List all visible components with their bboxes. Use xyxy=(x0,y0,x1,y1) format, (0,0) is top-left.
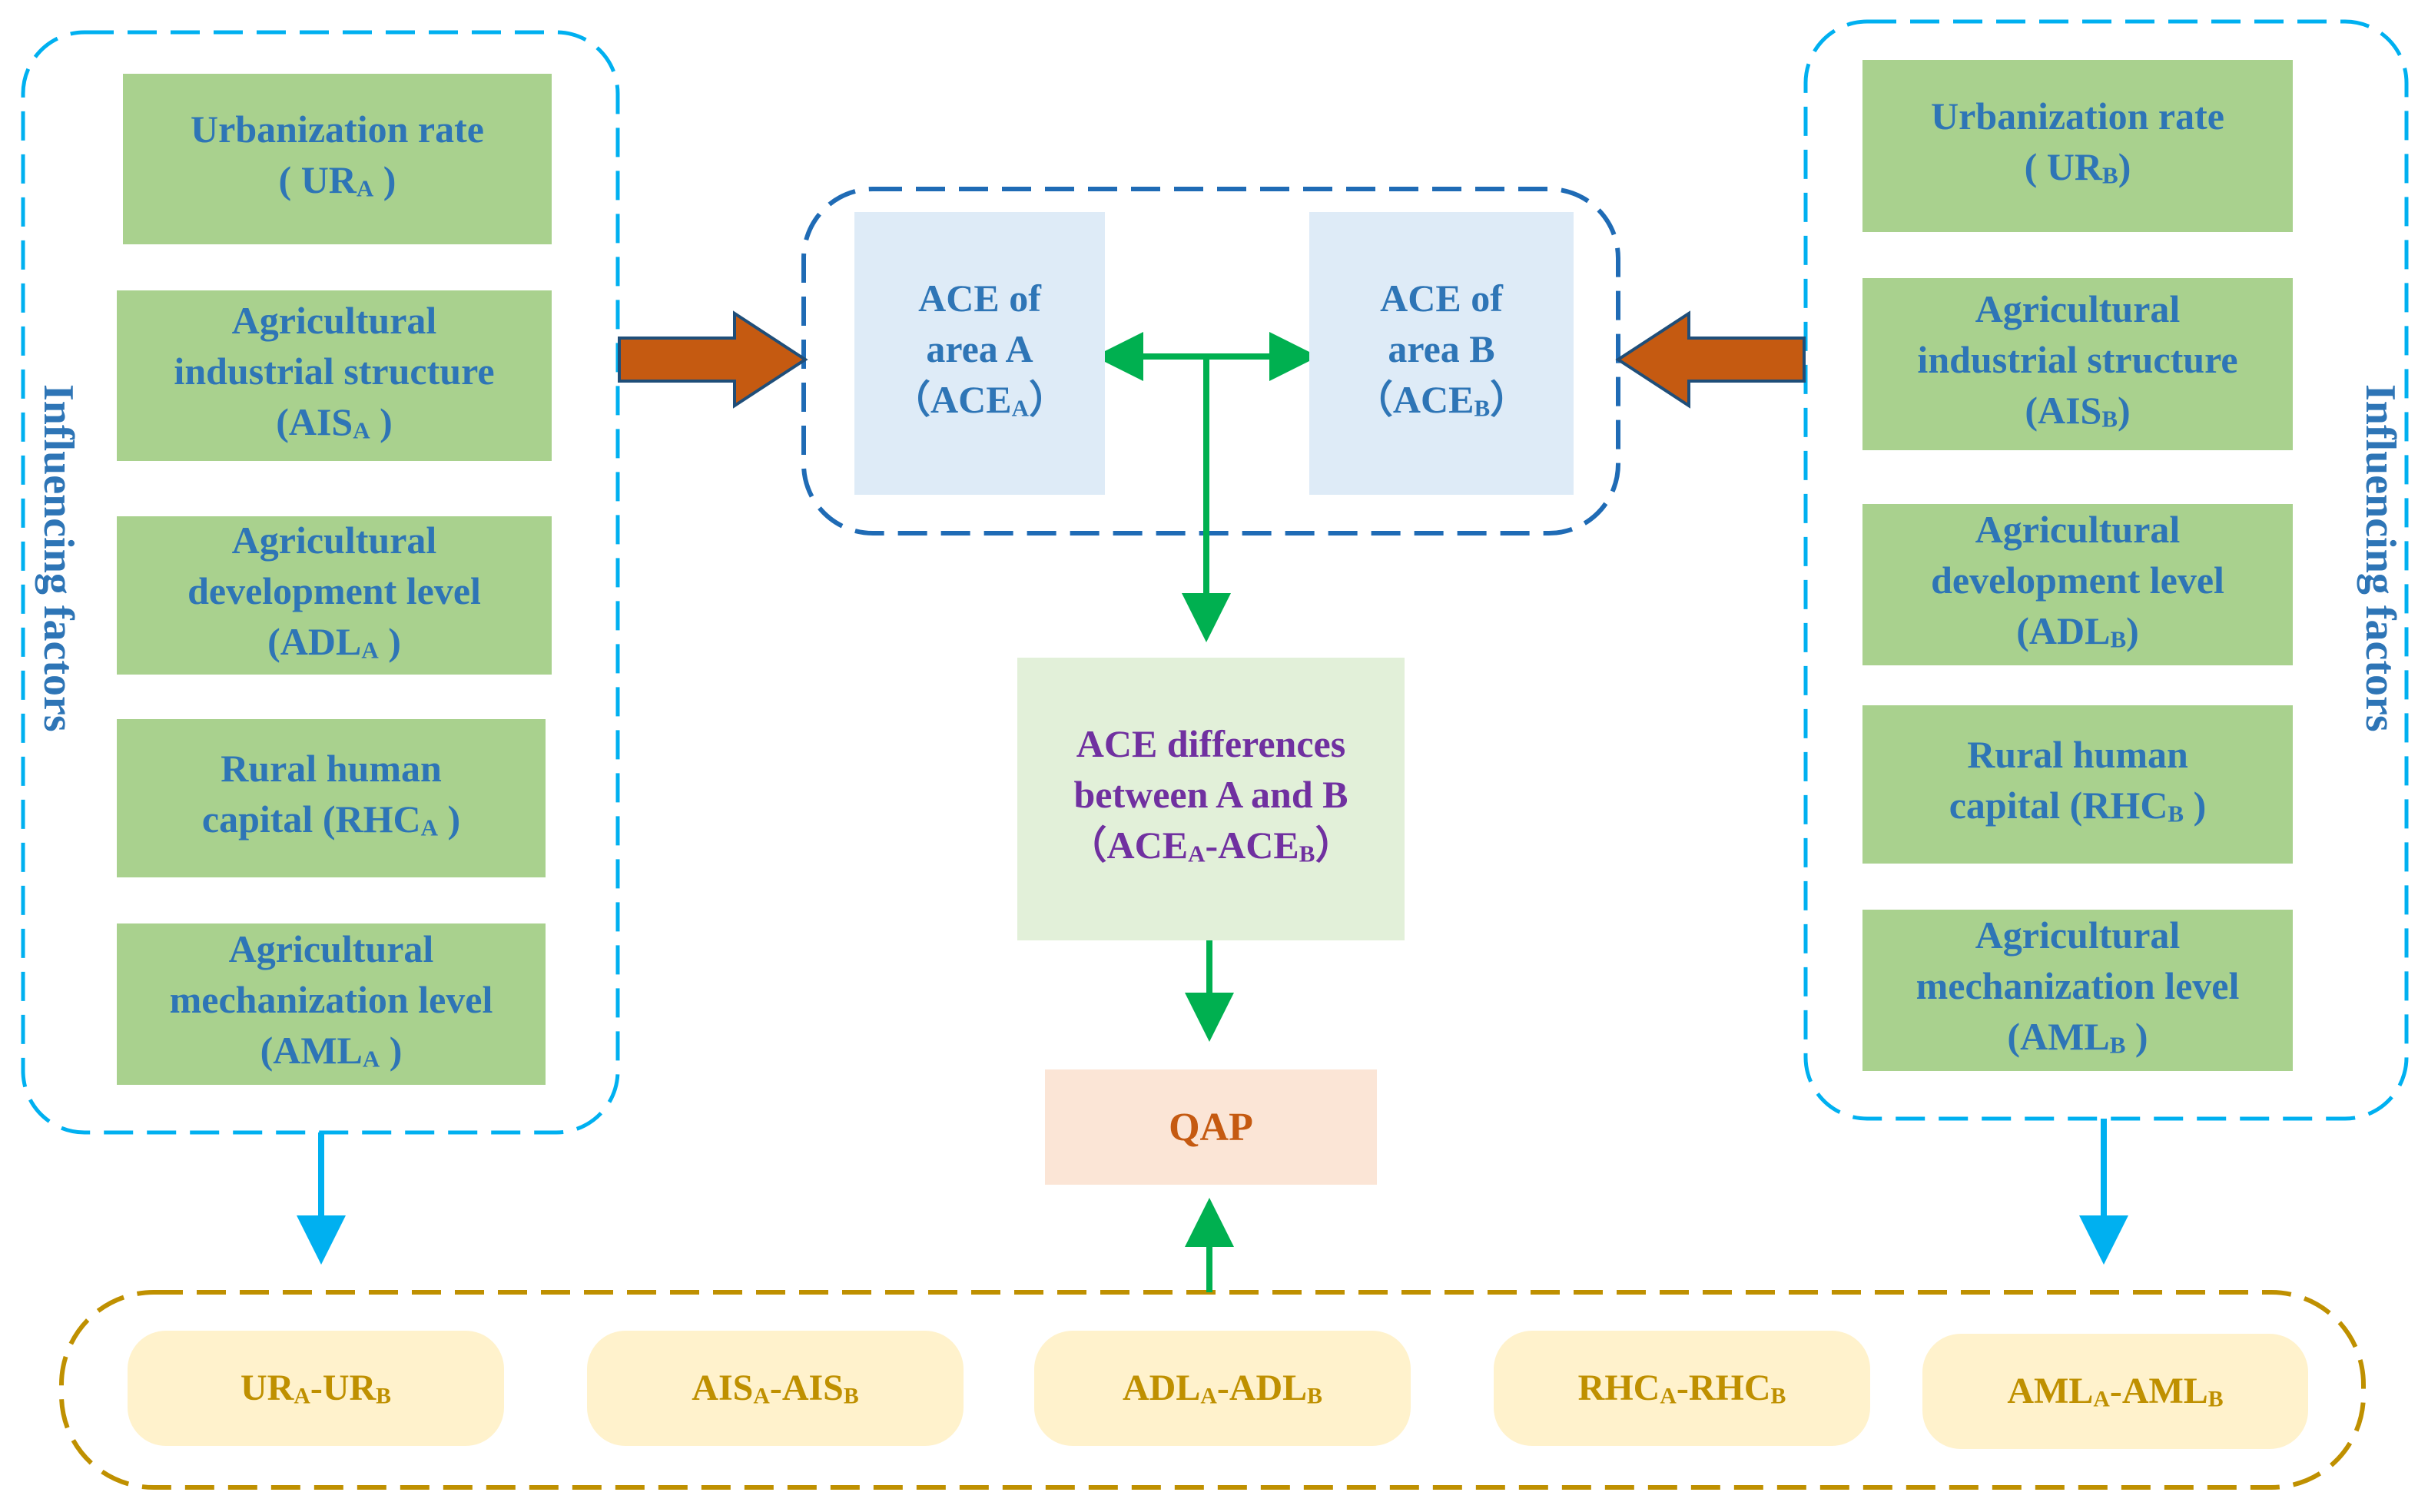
factor-name: Agricultural xyxy=(1975,914,2181,957)
left-factor-rhc: Rural human capital (RHCA ) xyxy=(117,719,546,877)
diff-pill-label: AISA-AISB xyxy=(692,1368,859,1409)
factor-name-2: industrial structure xyxy=(174,350,495,393)
factor-abbr: (AMLB ) xyxy=(2007,1015,2148,1059)
left-factor-aml: Agricultural mechanization level (AMLA ) xyxy=(117,923,546,1085)
factor-abbr: capital (RHCA ) xyxy=(201,797,461,841)
factor-name-2: development level xyxy=(1931,559,2224,602)
ace-area-a: ACE of area A （ACEA） xyxy=(854,212,1105,495)
left-factor-ur: Urbanization rate ( URA ) xyxy=(123,74,552,244)
factor-name: Agricultural xyxy=(231,519,437,562)
factor-abbr: (AISA ) xyxy=(276,400,393,444)
factor-name: Agricultural xyxy=(228,927,434,971)
factor-abbr: (ADLA ) xyxy=(267,620,401,664)
left-factor-ais: Agricultural industrial structure (AISA … xyxy=(117,290,552,461)
factor-name: Urbanization rate xyxy=(191,108,484,151)
diff-pill-aml: AMLA-AMLB xyxy=(1922,1334,2308,1449)
right-factor-group xyxy=(1803,19,2409,1121)
ace-a-line2: area A xyxy=(926,327,1033,371)
diff-line1: ACE differences xyxy=(1076,722,1346,766)
right-side-label: Influencing factors xyxy=(2357,384,2404,732)
factor-abbr: ( URB) xyxy=(2024,145,2131,189)
factor-name: Agricultural xyxy=(231,299,437,343)
ace-a-abbr: （ACEA） xyxy=(892,378,1067,422)
ace-b-line1: ACE of xyxy=(1380,277,1503,320)
diff-pill-rhc: RHCA-RHCB xyxy=(1494,1331,1870,1446)
factor-abbr: (ADLB) xyxy=(2016,609,2139,653)
diff-pill-label: URA-URB xyxy=(240,1368,391,1409)
ace-b-abbr: （ACEB） xyxy=(1354,378,1529,422)
right-factor-aml: Agricultural mechanization level (AMLB ) xyxy=(1862,910,2293,1071)
ace-differences-box: ACE differences between A and B （ACEA-AC… xyxy=(1017,658,1405,940)
factor-abbr: (AISB) xyxy=(2025,389,2131,433)
diff-pill-label: RHCA-RHCB xyxy=(1577,1368,1786,1409)
qap-label: QAP xyxy=(1169,1105,1253,1149)
diff-pill-adl: ADLA-ADLB xyxy=(1034,1331,1411,1446)
right-to-ace-arrow xyxy=(1615,310,1806,409)
factor-abbr: capital (RHCB ) xyxy=(1949,784,2207,827)
factor-name: Urbanization rate xyxy=(1931,94,2224,138)
diff-abbr: （ACEA-ACEB） xyxy=(1068,824,1354,867)
ace-area-b: ACE of area B （ACEB） xyxy=(1309,212,1574,495)
diff-pill-label: AMLA-AMLB xyxy=(2007,1371,2224,1412)
left-side-label: Influencing factors xyxy=(35,384,82,732)
diff-pill-ur: URA-URB xyxy=(128,1331,504,1446)
factor-abbr: ( URA ) xyxy=(278,158,396,202)
qap-box: QAP xyxy=(1045,1069,1377,1185)
diff-pill-ais: AISA-AISB xyxy=(587,1331,964,1446)
factor-name-2: development level xyxy=(187,569,481,613)
right-factor-rhc: Rural human capital (RHCB ) xyxy=(1862,705,2293,864)
factor-name-2: industrial structure xyxy=(1917,338,2238,382)
ace-a-line1: ACE of xyxy=(918,277,1041,320)
factor-name: Rural human xyxy=(221,747,442,791)
right-factor-ais: Agricultural industrial structure (AISB) xyxy=(1862,278,2293,450)
ace-b-line2: area B xyxy=(1388,327,1495,371)
right-factor-ur: Urbanization rate ( URB) xyxy=(1862,60,2293,232)
right-factor-adl: Agricultural development level (ADLB) xyxy=(1862,504,2293,665)
factor-abbr: (AMLA ) xyxy=(260,1029,403,1073)
left-factor-adl: Agricultural development level (ADLA ) xyxy=(117,516,552,675)
diff-line2: between A and B xyxy=(1073,773,1348,817)
factor-name-2: mechanization level xyxy=(1916,964,2240,1008)
diff-pill-label: ADLA-ADLB xyxy=(1122,1368,1322,1409)
factor-name: Agricultural xyxy=(1975,508,2181,552)
left-to-ace-arrow xyxy=(618,310,808,409)
factor-name: Agricultural xyxy=(1975,287,2181,331)
factor-name: Rural human xyxy=(1967,733,2188,777)
factor-name-2: mechanization level xyxy=(169,978,493,1022)
